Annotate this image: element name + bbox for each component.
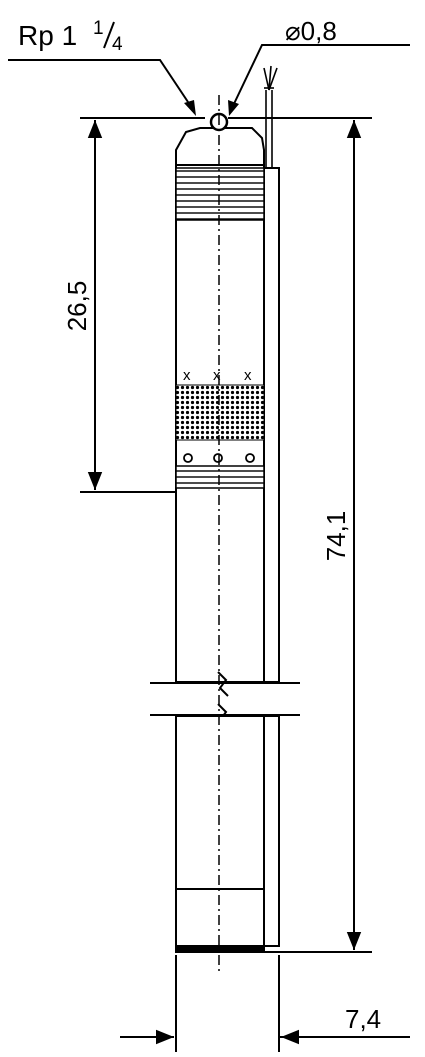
thread-leader — [8, 59, 193, 109]
dim-upper-label: 26,5 — [62, 281, 92, 332]
svg-text:x: x — [183, 367, 191, 384]
cable-diameter-label: ⌀0,8 — [285, 16, 337, 46]
cable — [263, 65, 278, 168]
dim-diameter — [120, 955, 410, 1052]
dim-diameter-label: 7,4 — [345, 1004, 381, 1034]
motor-body — [175, 715, 280, 953]
thread-ribs — [175, 167, 265, 221]
dim-upper — [80, 117, 205, 493]
cable-leader-arrowhead — [228, 100, 239, 116]
thread-fraction-den: 4 — [112, 34, 123, 55]
dim-total — [228, 117, 372, 953]
thread-label: Rp 1 — [18, 20, 77, 51]
thread-leader-arrowhead — [184, 100, 196, 116]
thread-fraction-slash — [103, 21, 115, 49]
svg-text:x: x — [213, 367, 221, 384]
cable-leader — [231, 44, 410, 109]
dim-total-label: 74,1 — [321, 511, 351, 562]
svg-text:x: x — [244, 367, 252, 384]
inlet-screen: x x x — [175, 367, 265, 489]
thread-fraction-num: 1 — [93, 18, 104, 39]
